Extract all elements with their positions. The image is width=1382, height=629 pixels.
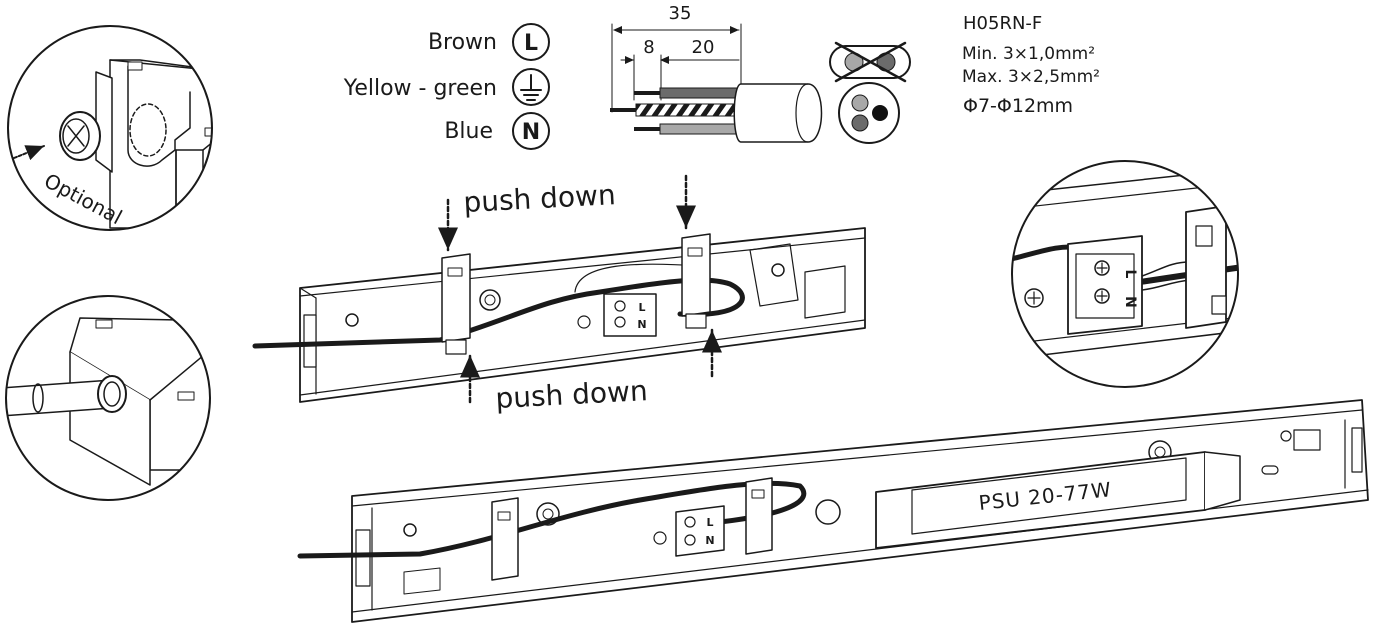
cable-spec: H05RN-F Min. 3×1,0mm² Max. 3×2,5mm² Φ7-Φ… xyxy=(962,13,1100,117)
strip-length-drawing: 35 8 20 xyxy=(610,3,823,143)
lower-clamp-right xyxy=(745,477,773,555)
push-down-label-top: push down xyxy=(463,178,617,219)
psu-unit: PSU 20-77W xyxy=(875,451,1241,549)
earth-ground-icon xyxy=(512,68,550,106)
stripped-wires xyxy=(610,87,743,135)
lower-terminal-live-mark: L xyxy=(706,516,713,529)
cable-clamp-right xyxy=(681,233,711,329)
cable-sheath xyxy=(733,83,823,143)
upper-terminal-neutral-mark: N xyxy=(637,318,646,331)
neutral-terminal-icon: N xyxy=(512,112,550,150)
upper-terminal-live-mark: L xyxy=(638,301,645,314)
terminal-block-zoom: L N xyxy=(1067,235,1143,335)
detail-cable-entry xyxy=(5,295,211,501)
live-symbol: L xyxy=(524,31,538,56)
lower-clamp-left xyxy=(491,497,519,581)
crossed-flat-cable-icon xyxy=(829,41,911,83)
detail-terminal-zoom: L N xyxy=(1011,160,1239,388)
neutral-symbol: N xyxy=(522,120,540,145)
strip-sheath-length: 20 xyxy=(692,37,715,58)
cable-clamp-left xyxy=(441,253,471,355)
cable-min-section: Min. 3×1,0mm² xyxy=(962,44,1095,64)
detail-optional-entry: Optional xyxy=(7,25,213,231)
terminal-block-upper: L N xyxy=(577,293,657,337)
lower-terminal-neutral-mark: N xyxy=(705,534,714,547)
strip-insulation-length: 8 xyxy=(643,37,654,58)
blue-wire-label: Blue xyxy=(444,119,493,144)
cable-diameter-range: Φ7-Φ12mm xyxy=(963,95,1073,117)
terminal-block-lower: L N xyxy=(653,505,725,557)
earth-wire-label: Yellow - green xyxy=(343,76,497,101)
upper-luminaire: L N push down push down xyxy=(252,174,866,415)
cable-gland-icon xyxy=(59,111,101,161)
zoom-cable-clamp xyxy=(1185,205,1227,329)
cable-type: H05RN-F xyxy=(963,13,1042,34)
zoom-terminal-neutral-mark: N xyxy=(1122,296,1138,308)
push-down-label-bottom: push down xyxy=(495,374,649,415)
round-cable-section-icon xyxy=(838,82,900,144)
wiring-legend: Brown L Yellow - green Blue N xyxy=(343,23,550,150)
lower-luminaire: PSU 20-77W L N xyxy=(297,399,1369,623)
live-terminal-icon: L xyxy=(512,23,550,61)
strip-total-length: 35 xyxy=(669,3,692,24)
zoom-terminal-live-mark: L xyxy=(1122,270,1138,279)
brown-wire-label: Brown xyxy=(428,30,497,55)
cable-max-section: Max. 3×2,5mm² xyxy=(962,67,1100,87)
